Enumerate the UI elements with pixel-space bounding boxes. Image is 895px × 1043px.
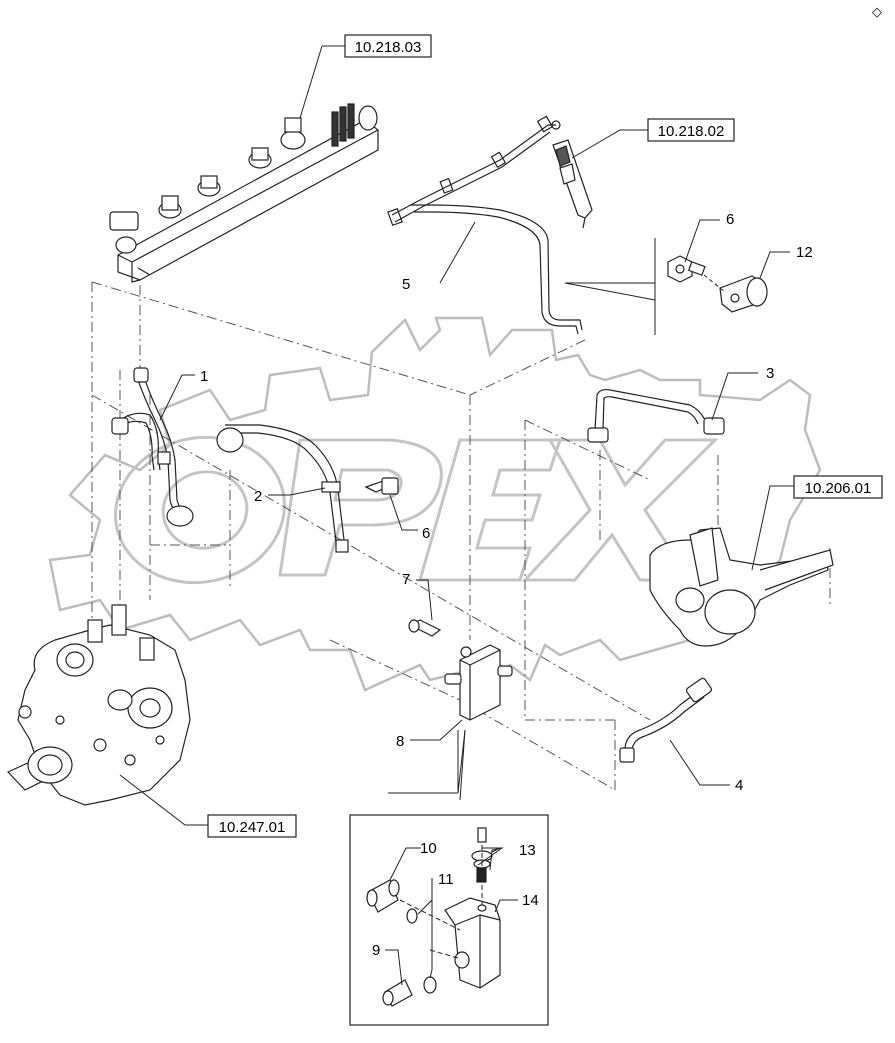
bolt-axis	[703, 274, 726, 293]
pipe-4	[619, 677, 713, 763]
callout-14: 14	[522, 892, 539, 909]
clamp-12	[719, 275, 768, 313]
bolt-6-middle	[364, 477, 399, 495]
assembly-center-lines	[91, 281, 831, 791]
detail-inset-frame	[349, 814, 549, 1026]
injector	[551, 120, 593, 229]
detail-inset-axes	[399, 845, 483, 959]
filter-housing	[649, 527, 834, 647]
leader-lines	[119, 45, 794, 986]
pipe-1	[111, 367, 194, 527]
ref-label-injection-pump: 10.247.01	[219, 819, 286, 836]
ref-label-filter-housing: 10.206.01	[805, 480, 872, 497]
opex-watermark	[48, 316, 822, 692]
callout-5: 5	[402, 276, 410, 293]
callout-7: 7	[402, 571, 410, 588]
callout-8: 8	[396, 733, 404, 750]
ref-box-filter-housing[interactable]: 10.206.01	[793, 475, 883, 499]
o-ring-11	[406, 908, 418, 924]
callout-2: 2	[254, 488, 262, 505]
ref-box-injection-pump[interactable]: 10.247.01	[207, 814, 297, 838]
watermark-letters	[114, 435, 719, 585]
leak-off-return-line	[387, 115, 583, 335]
callout-6-top: 6	[726, 211, 734, 228]
ref-label-injector: 10.218.02	[658, 123, 725, 140]
detail-inset-parts	[366, 827, 501, 1007]
callout-12: 12	[796, 244, 813, 261]
callout-10: 10	[420, 840, 437, 857]
section-marker-8	[388, 729, 466, 801]
callout-1: 1	[200, 368, 208, 385]
pipe-2	[216, 424, 349, 553]
ref-label-fuel-rail: 10.218.03	[355, 39, 422, 56]
fuel-rail	[109, 103, 379, 283]
callout-3: 3	[766, 365, 774, 382]
callout-13: 13	[519, 842, 536, 859]
bolt-7	[408, 619, 442, 637]
injection-pump	[6, 604, 191, 806]
corner-mark: ◇	[872, 4, 882, 19]
callout-numbers: 1 2 3 4 5 6 6 7 8 9 10 11 12 13 14	[200, 211, 813, 959]
block-8	[444, 644, 513, 721]
ref-box-fuel-rail[interactable]: 10.218.03	[344, 34, 432, 58]
pipe-3	[587, 388, 725, 443]
block-14	[444, 897, 501, 989]
section-marker	[564, 238, 656, 335]
callout-9: 9	[372, 942, 380, 959]
callout-4: 4	[735, 777, 743, 794]
callout-11: 11	[438, 871, 454, 888]
bolt-6-top	[667, 255, 706, 283]
callout-6-middle: 6	[422, 525, 430, 542]
watermark-gear	[48, 316, 822, 692]
valve-13	[477, 827, 487, 843]
ref-box-injector[interactable]: 10.218.02	[647, 118, 735, 142]
